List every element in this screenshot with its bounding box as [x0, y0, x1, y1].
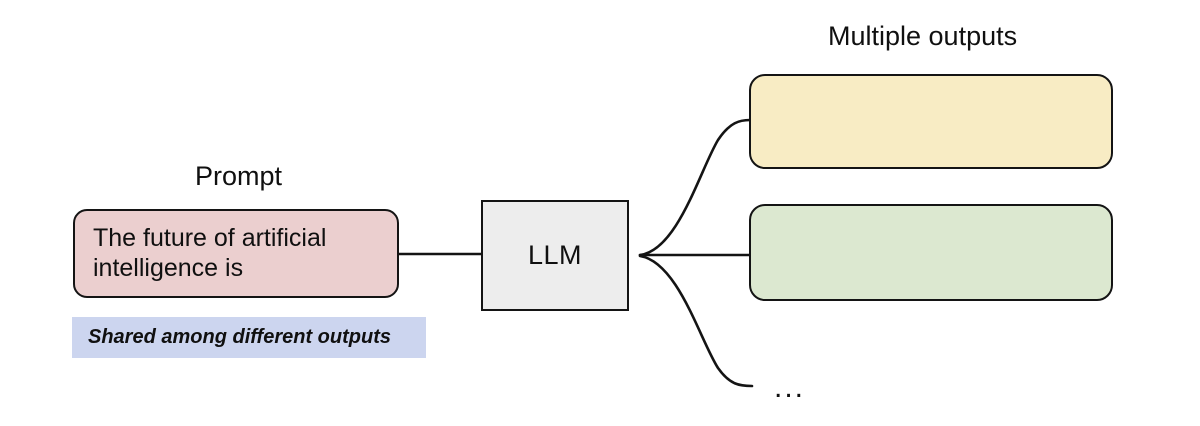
outputs-title: Multiple outputs	[828, 21, 1018, 51]
shared-annotation-band: Shared among different outputs	[72, 317, 426, 358]
shared-annotation-text: Shared among different outputs	[88, 326, 391, 348]
edge-llm-to-more	[638, 254, 754, 388]
prompt-title: Prompt	[195, 161, 283, 191]
llm-label: LLM	[527, 240, 583, 270]
llm-node[interactable]: LLM	[481, 200, 629, 311]
output-box-1[interactable]	[749, 74, 1113, 169]
prompt-text: The future of artificial intelligence is	[93, 224, 327, 282]
more-outputs-ellipsis: ...	[774, 371, 806, 404]
prompt-box[interactable]: The future of artificial intelligence is	[73, 209, 399, 298]
edge-llm-to-output-1	[638, 118, 752, 257]
output-box-2[interactable]	[749, 204, 1113, 301]
